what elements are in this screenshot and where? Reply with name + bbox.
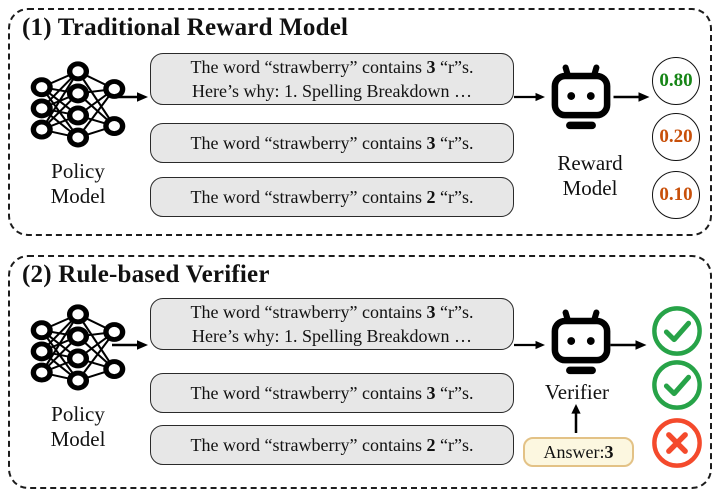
answer-box: Answer: 3 (523, 437, 634, 467)
reward-model-label: Reward Model (557, 151, 623, 200)
response-box: The word “strawberry” contains 2 “r”s. (150, 425, 514, 465)
cross-icon (652, 418, 702, 468)
arrow-right-icon (613, 91, 650, 103)
policy-model-label: Policy Model (50, 402, 106, 451)
response-box: The word “strawberry” contains 3 “r”s. (150, 123, 514, 163)
score-badge: 0.10 (652, 171, 700, 219)
panel-1-title: (1) Traditional Reward Model (22, 14, 349, 41)
response-box: The word “strawberry” contains 3 “r”s. H… (150, 298, 514, 350)
policy-model-label: Policy Model (50, 159, 106, 208)
score-badge: 0.80 (652, 57, 700, 105)
arrow-up-icon (571, 404, 581, 433)
check-icon (652, 306, 702, 356)
neural-network-icon (28, 59, 128, 149)
arrow-right-icon (112, 91, 148, 103)
panel-2-title: (2) Rule-based Verifier (22, 261, 270, 288)
response-box: The word “strawberry” contains 2 “r”s. (150, 177, 514, 217)
response-box: The word “strawberry” contains 3 “r”s. H… (150, 53, 514, 105)
verifier-label: Verifier (544, 380, 610, 404)
robot-icon (551, 307, 611, 376)
response-box: The word “strawberry” contains 3 “r”s. (150, 373, 514, 413)
arrow-right-icon (610, 339, 647, 351)
robot-icon (551, 62, 611, 131)
score-badge: 0.20 (652, 113, 700, 161)
check-icon (652, 360, 702, 410)
arrow-right-icon (112, 339, 148, 351)
arrow-right-icon (514, 339, 545, 351)
arrow-right-icon (514, 91, 545, 103)
